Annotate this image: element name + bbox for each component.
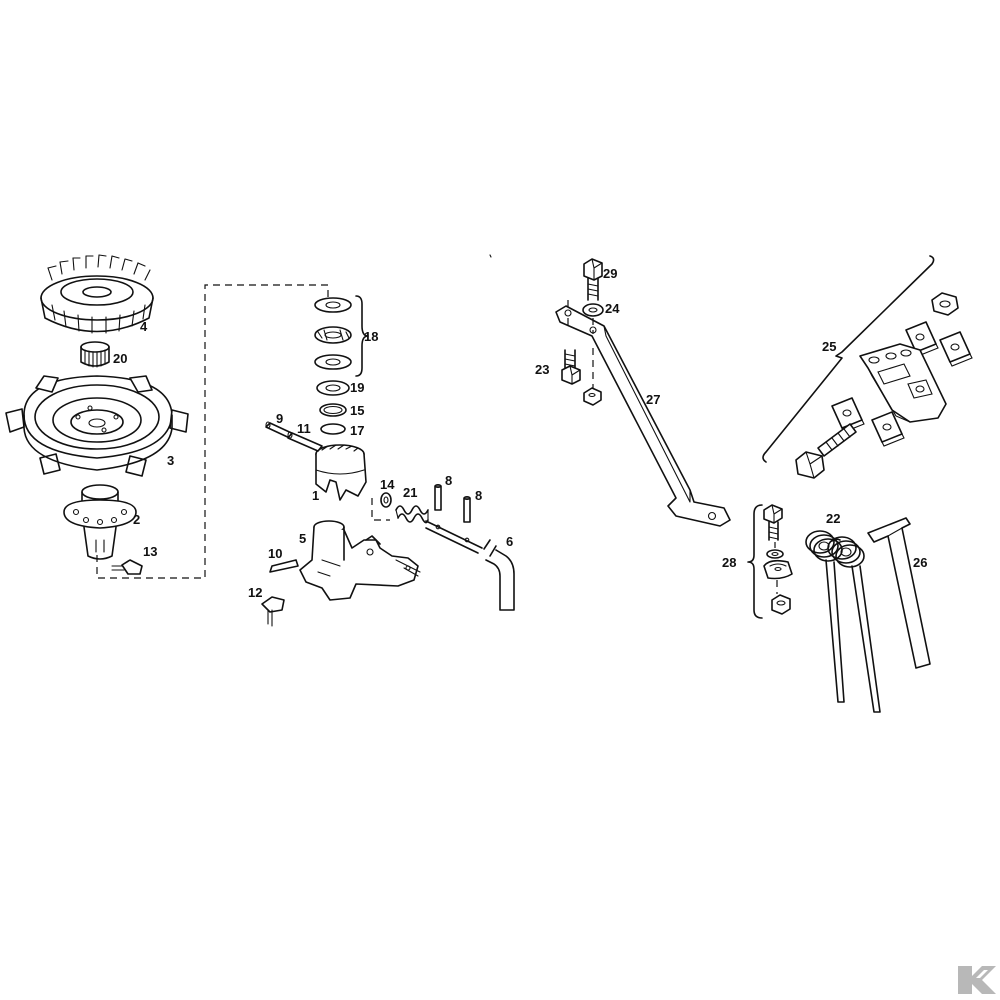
washer-19-part (316, 380, 350, 396)
square-washer-d-part (871, 411, 905, 447)
callout-24: 24 (605, 301, 620, 316)
tine-guard-part (867, 517, 931, 669)
brand-logo (958, 966, 996, 994)
control-rod-part (425, 520, 515, 611)
callout-12: 12 (248, 585, 262, 600)
fixing-kit-bracket-28 (747, 504, 763, 619)
callout-29: 29 (603, 266, 617, 281)
callout-28: 28 (722, 555, 736, 570)
fixing-washer-part (766, 549, 784, 559)
assembly-dashed-link (96, 284, 329, 579)
bolt-29-part (583, 258, 603, 301)
mounting-plate-part (859, 343, 947, 423)
arm-nut-part (583, 387, 602, 406)
callout-13: 13 (143, 544, 157, 559)
callout-18: 18 (364, 329, 378, 344)
arm-27-part (555, 300, 731, 527)
bolt-23-part (561, 349, 581, 385)
spring-21-part (395, 505, 429, 524)
callout-27: 27 (646, 392, 660, 407)
hex-bolt-part (795, 423, 857, 479)
callout-19: 19 (350, 380, 364, 395)
washer-24-part (582, 303, 604, 317)
washer-14-part (380, 492, 392, 508)
callout-26: 26 (913, 555, 927, 570)
bracket-group-25 (762, 255, 935, 463)
callout-14: 14 (380, 477, 395, 492)
callout-25: 25 (822, 339, 836, 354)
callout-8a: 8 (445, 473, 452, 488)
callout-9: 9 (276, 411, 283, 426)
pivot-lower-body-part (299, 520, 421, 601)
callout-4: 4 (140, 319, 148, 334)
callout-15: 15 (350, 403, 364, 418)
callout-10: 10 (268, 546, 282, 561)
callout-22: 22 (826, 511, 840, 526)
callout-11: 11 (297, 421, 311, 436)
callout-20: 20 (113, 351, 127, 366)
callout-6: 6 (506, 534, 513, 549)
bevel-gear-part (40, 254, 154, 334)
fixing-bolt-part (763, 504, 783, 541)
callout-8b: 8 (475, 488, 482, 503)
pin-8a-part (434, 483, 442, 511)
callout-2: 2 (133, 512, 140, 527)
stray-mark (489, 254, 492, 258)
housing-disc-part (5, 375, 189, 477)
grease-nipple-12-part (261, 596, 285, 627)
pin-8b-part (463, 495, 471, 523)
callout-17: 17 (350, 423, 364, 438)
thrust-bearing-washers-part (314, 295, 369, 377)
double-spring-tine-part (805, 530, 881, 713)
fixing-nut-part (771, 542, 791, 615)
callout-1: 1 (312, 488, 319, 503)
o-ring-17-part (320, 423, 346, 435)
grease-nipple-13-part (111, 559, 143, 575)
pin-11-part (287, 431, 323, 452)
pivot-upper-part (315, 444, 367, 501)
square-washer-b-part (939, 331, 973, 367)
lock-nut-part (931, 292, 959, 316)
callout-23: 23 (535, 362, 549, 377)
hub-part (63, 484, 137, 560)
callout-5: 5 (299, 531, 306, 546)
callout-3: 3 (167, 453, 174, 468)
needle-bearing-part (80, 341, 110, 368)
pin-10-part (269, 559, 299, 573)
circlip-15-part (319, 403, 347, 417)
tine-clamp-part (763, 559, 793, 580)
callout-21: 21 (403, 485, 417, 500)
